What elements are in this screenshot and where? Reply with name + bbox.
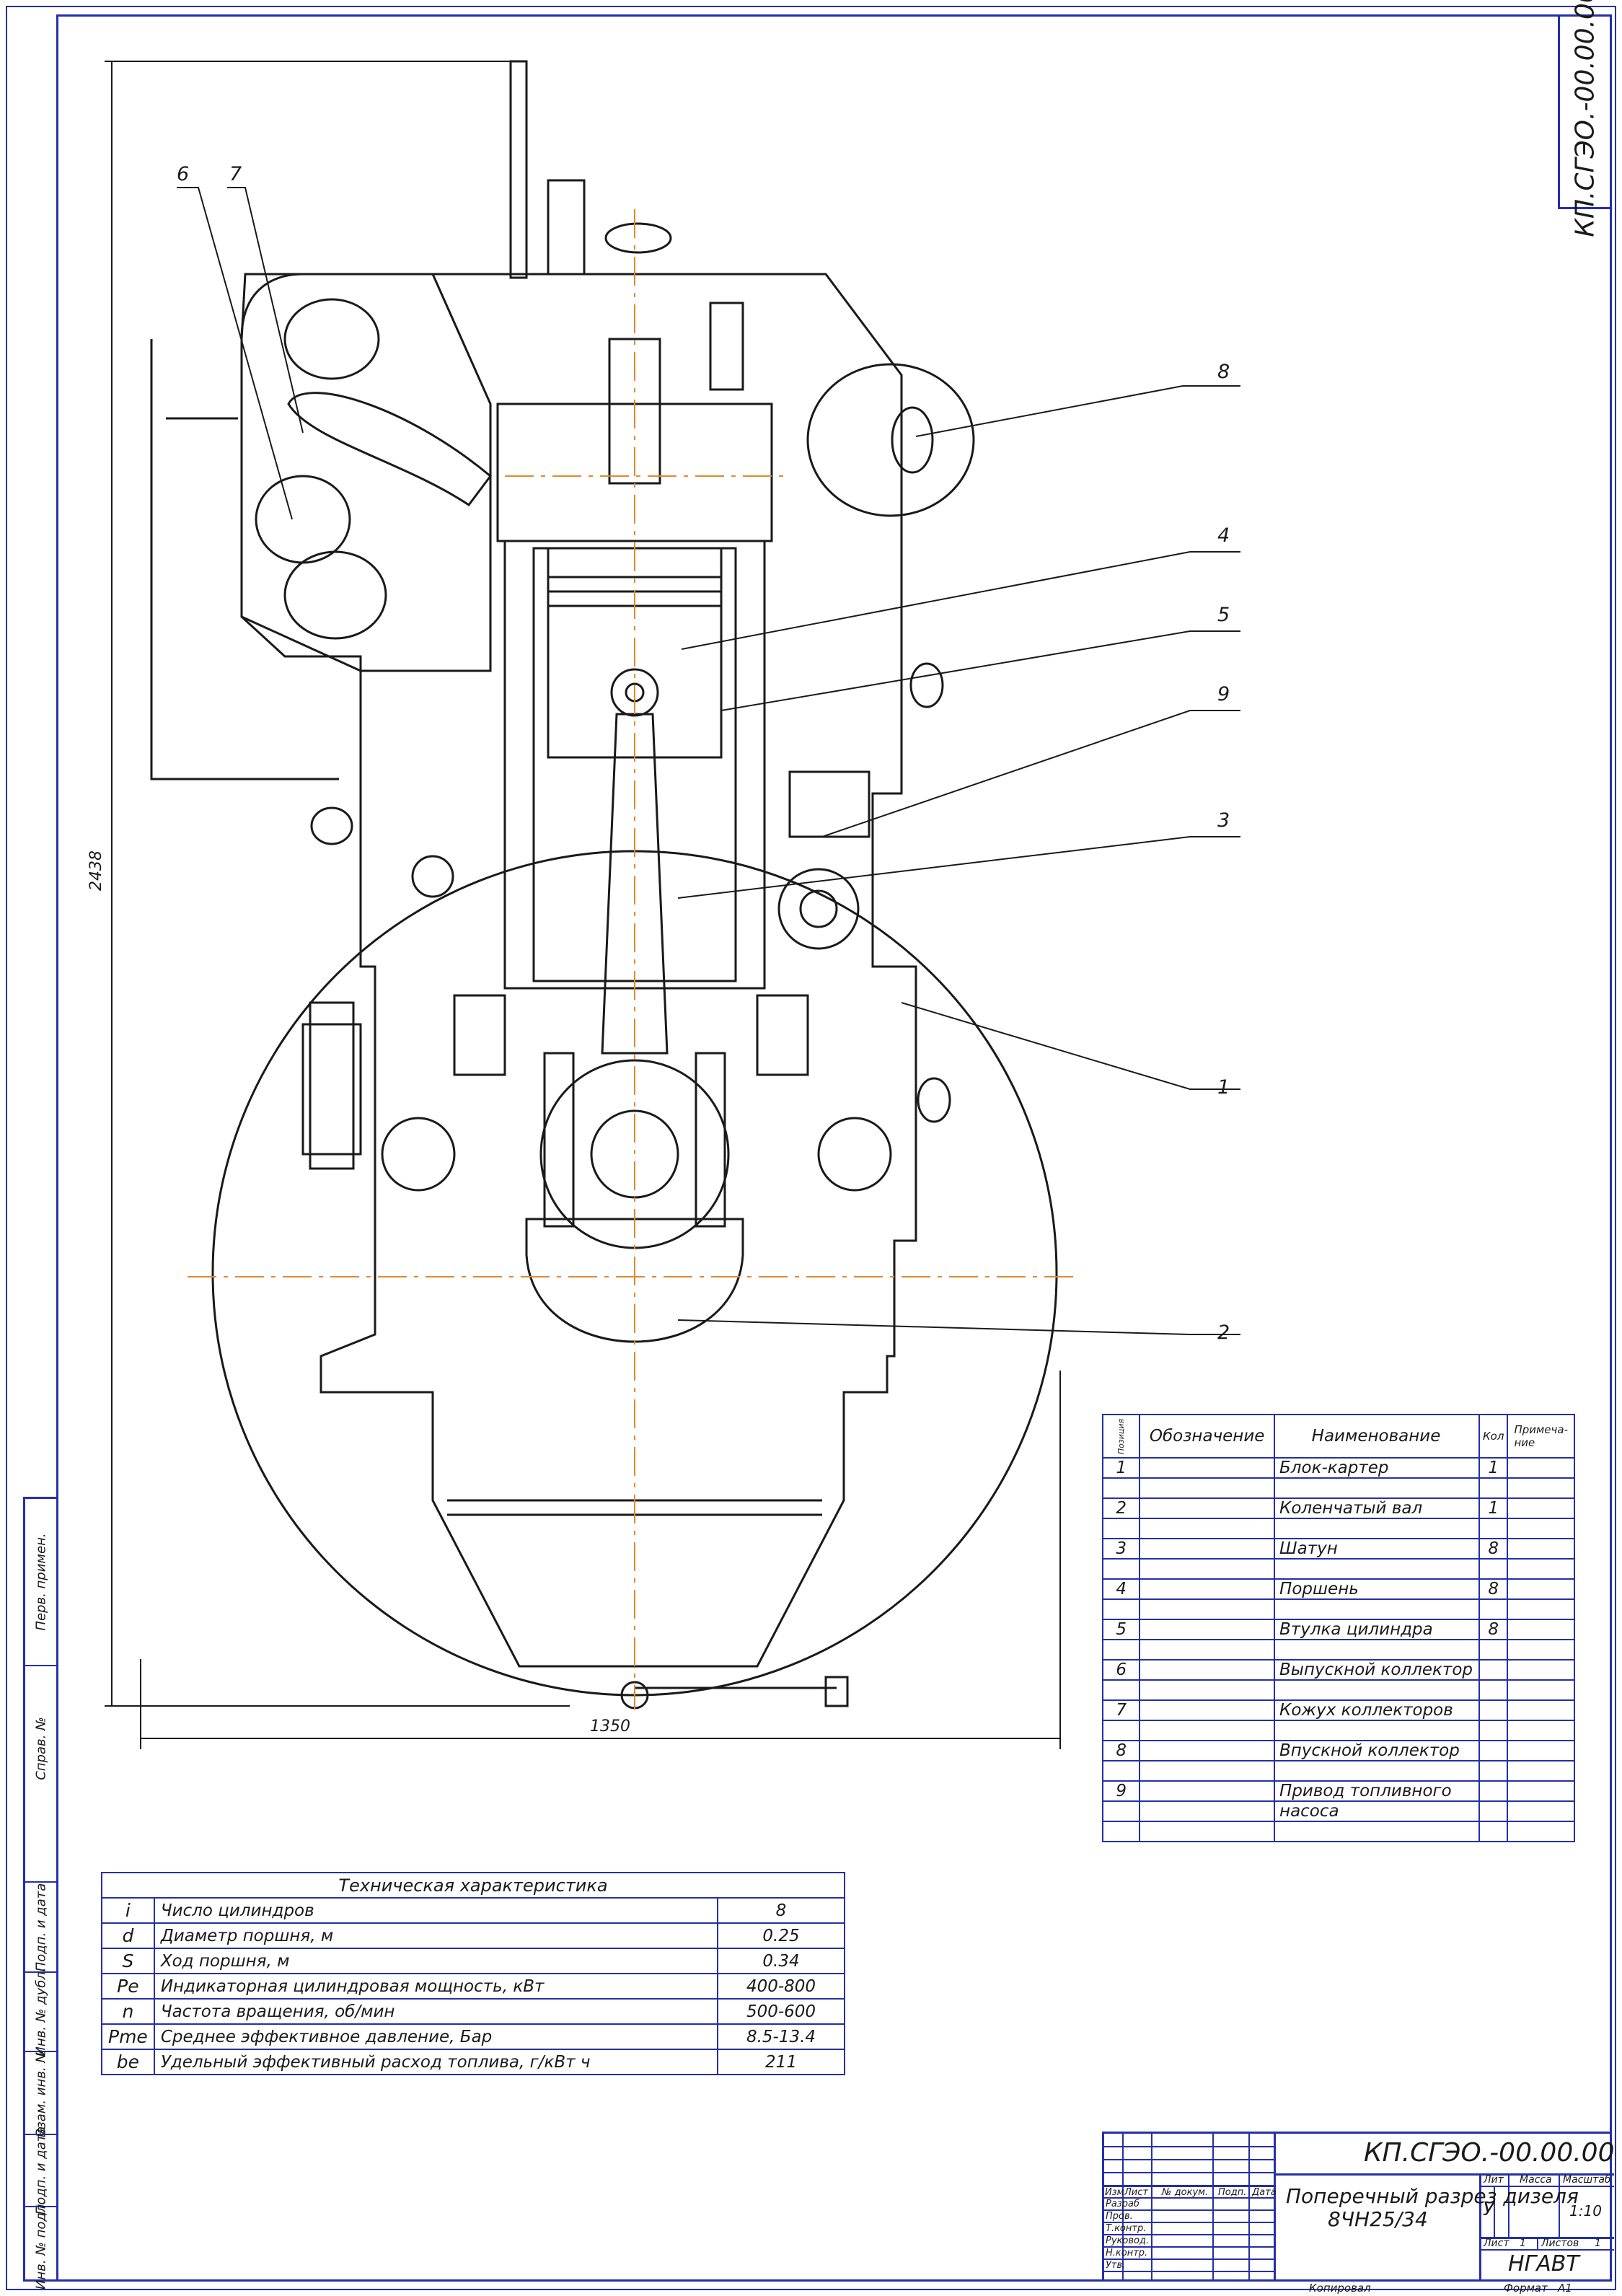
position-label-1: 1 <box>1217 1076 1230 1099</box>
role-label: Т.контр. <box>1106 2223 1147 2234</box>
parts-row-spacer <box>1101 1679 1575 1701</box>
strip-cell: Справ. № <box>25 1665 56 1831</box>
parts-header-position: Позиция <box>1101 1414 1141 1459</box>
parts-list: Позиция Обозначение Наименование Кол При… <box>1101 1414 1575 1842</box>
list-label: Лист <box>1484 2238 1509 2249</box>
col-izm: Изм <box>1105 2187 1124 2198</box>
strip-label: Инв. № подл. <box>33 2199 48 2290</box>
strip-label: Взам. инв. № <box>33 2049 48 2137</box>
strip-cell: Подп. и дата <box>25 1881 56 1971</box>
parts-header-row: Позиция Обозначение Наименование Кол При… <box>1101 1414 1575 1459</box>
role-label: Разраб <box>1106 2199 1140 2209</box>
listov-value: 1 <box>1595 2238 1601 2249</box>
position-label-5: 5 <box>1217 604 1230 626</box>
parts-row-spacer <box>1101 1518 1575 1539</box>
format-value: А1 <box>1558 2282 1572 2295</box>
position-label-3: 3 <box>1217 809 1230 832</box>
parts-header-name: Наименование <box>1274 1414 1481 1459</box>
collector-housing <box>240 273 492 672</box>
listov-label: Листов <box>1541 2238 1579 2249</box>
drawing-title-line2: 8ЧН25/34 <box>1328 2207 1428 2231</box>
parts-row-spacer <box>1101 1639 1575 1661</box>
copied-label: Копировал <box>1309 2282 1371 2295</box>
parts-row-spacer <box>1101 1598 1575 1620</box>
masshtab-label: Масштаб <box>1563 2174 1611 2186</box>
parts-header-qty: Кол <box>1478 1414 1509 1459</box>
parts-row-spacer <box>1101 1720 1575 1741</box>
col-date: Дата <box>1252 2187 1277 2198</box>
position-label-6: 6 <box>177 163 190 185</box>
title-block-code: КП.СГЭО.-00.00.00 <box>1364 2138 1615 2168</box>
parts-row-spacer <box>1101 1558 1575 1580</box>
engine-block-outline <box>240 273 917 1668</box>
col-list: Лист <box>1124 2187 1148 2198</box>
scale-value: 1:10 <box>1569 2202 1602 2220</box>
col-sign: Подп. <box>1218 2187 1247 2198</box>
strip-cell: Подп. и дата <box>25 2126 56 2214</box>
position-label-8: 8 <box>1217 361 1230 383</box>
lit-label: Лит <box>1484 2174 1504 2186</box>
role-label: Руковод. <box>1106 2235 1150 2246</box>
format-label: Формат <box>1504 2282 1548 2295</box>
col-doc: № докум. <box>1162 2187 1209 2198</box>
role-label: Н.контр. <box>1106 2248 1148 2258</box>
position-label-7: 7 <box>229 163 242 185</box>
role-label: Утв. <box>1106 2260 1126 2271</box>
archive-strip: Перв. примен. Справ. № Подп. и дата Инв.… <box>23 1497 56 2290</box>
parts-row-spacer <box>1101 1477 1575 1499</box>
parts-header-designation: Обозначение <box>1139 1414 1276 1459</box>
connecting-rod <box>601 713 669 1055</box>
sheet-border <box>6 6 1616 2290</box>
organization: НГАВТ <box>1508 2251 1579 2277</box>
list-value: 1 <box>1520 2238 1526 2249</box>
parts-row-spacer <box>1101 1760 1575 1782</box>
position-label-4: 4 <box>1217 524 1230 547</box>
massa-label: Масса <box>1520 2174 1552 2186</box>
strip-label: Подп. и дата <box>33 1883 48 1971</box>
intake-collector <box>806 363 975 517</box>
spec-title: Техническая характеристика <box>101 1872 845 1899</box>
role-label: Пров. <box>1106 2211 1133 2222</box>
lit-value: У <box>1483 2199 1494 2220</box>
parts-row-spacer <box>1101 1821 1575 1842</box>
drawing-title-line1: Поперечный разрез дизеля <box>1286 2184 1579 2208</box>
strip-cell: Инв. № подл. <box>25 2199 56 2290</box>
title-block: КП.СГЭО.-00.00.00 Поперечный разрез дизе… <box>1102 2132 1615 2282</box>
parts-header-note: Примеча-ние <box>1507 1414 1575 1459</box>
position-label-2: 2 <box>1217 1321 1230 1344</box>
strip-cell: Взам. инв. № <box>25 2049 56 2137</box>
position-label-9: 9 <box>1217 683 1230 705</box>
dimension-height: 2438 <box>87 850 105 891</box>
parts-row: насоса <box>1101 1800 1575 1822</box>
dimension-width: 1350 <box>590 1717 630 1736</box>
strip-label: Инв. № дубл. <box>33 1967 48 2057</box>
drawing-frame <box>56 14 1612 2282</box>
strip-cell: Инв. № дубл. <box>25 1967 56 2057</box>
engine-cross-section-drawing: 2438 1350 <box>87 60 1240 1749</box>
rotated-code-box: КП.СГЭО.-00.00.00 <box>1558 0 1612 237</box>
